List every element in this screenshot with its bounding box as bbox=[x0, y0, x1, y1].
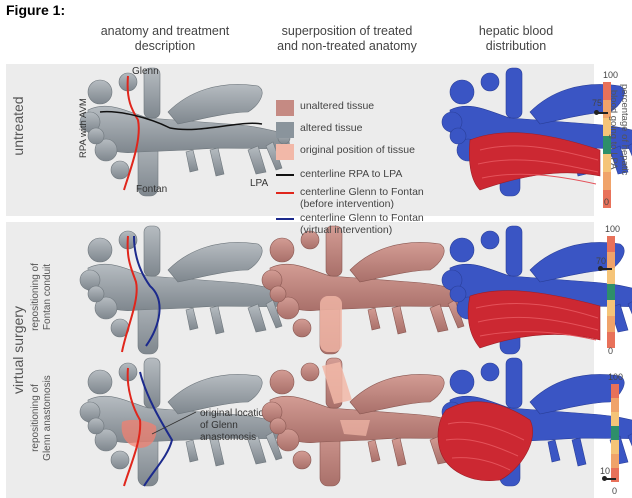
scale-1-marker-value: 75 bbox=[592, 98, 602, 108]
label-orig-location-1: original location bbox=[200, 408, 270, 419]
scale-3-dot bbox=[602, 476, 607, 481]
scale-segment bbox=[607, 300, 615, 316]
scale-segment bbox=[611, 384, 619, 398]
scale-segment bbox=[611, 398, 619, 412]
legend-line bbox=[276, 218, 294, 220]
legend-label-line: (virtual intervention) bbox=[300, 224, 424, 236]
scale-segment bbox=[611, 468, 619, 482]
legend-line bbox=[276, 174, 294, 176]
scale-3-min: 0 bbox=[612, 486, 617, 496]
scale-segment bbox=[607, 252, 615, 268]
anatomy-conduit bbox=[80, 226, 290, 354]
scale-1-min: 0 bbox=[604, 197, 609, 207]
scale-1-dot bbox=[594, 110, 599, 115]
scale-2-min: 0 bbox=[608, 346, 613, 356]
anatomy-untreated bbox=[80, 68, 290, 196]
original-tissue-conduit bbox=[320, 296, 342, 352]
scale-1-max: 100 bbox=[603, 70, 618, 80]
legend-swatch bbox=[276, 122, 294, 138]
label-rpa-avm: RPA with AVM bbox=[78, 98, 89, 158]
scale-segment bbox=[611, 426, 619, 440]
label-lpa: LPA bbox=[250, 178, 268, 189]
scale-segment bbox=[611, 412, 619, 426]
legend-swatch bbox=[276, 144, 294, 160]
color-scale-conduit bbox=[607, 236, 615, 348]
scale-segment bbox=[607, 284, 615, 300]
legend-swatch bbox=[276, 100, 294, 116]
legend-label: altered tissue bbox=[300, 122, 362, 134]
label-orig-location-2: of Glenn bbox=[200, 420, 238, 431]
legend-label-line: (before intervention) bbox=[300, 198, 424, 210]
legend-label: centerline RPA to LPA bbox=[300, 168, 402, 180]
scale-caption: percentage of hepatic blood going to LPA bbox=[608, 84, 630, 175]
scale-3-max: 100 bbox=[608, 372, 623, 382]
superposition-conduit bbox=[262, 226, 472, 354]
hepatic-flow-conduit bbox=[442, 226, 632, 354]
caption-line: blood going to LPA bbox=[608, 84, 619, 175]
label-fontan: Fontan bbox=[136, 184, 167, 195]
original-tissue-glenn-2 bbox=[340, 420, 370, 436]
scale-segment bbox=[607, 236, 615, 252]
legend-label: centerline Glenn to Fontan (before inter… bbox=[300, 186, 424, 210]
legend-label-line: centerline Glenn to Fontan bbox=[300, 212, 424, 224]
legend-label: centerline Glenn to Fontan (virtual inte… bbox=[300, 212, 424, 236]
scale-segment bbox=[611, 454, 619, 468]
color-scale-glenn bbox=[611, 384, 619, 482]
scale-2-marker-value: 70 bbox=[596, 256, 606, 266]
legend-label: original position of tissue bbox=[300, 144, 415, 156]
legend-line bbox=[276, 192, 294, 194]
scale-segment bbox=[607, 316, 615, 332]
legend-label-line: centerline Glenn to Fontan bbox=[300, 186, 424, 198]
label-orig-location-3: anastomosis bbox=[200, 432, 256, 443]
legend-label: unaltered tissue bbox=[300, 100, 374, 112]
scale-3-marker-value: 10 bbox=[600, 466, 610, 476]
label-glenn: Glenn bbox=[132, 66, 159, 77]
scale-segment bbox=[611, 440, 619, 454]
anatomy-glenn bbox=[80, 358, 290, 486]
scale-2-dot bbox=[598, 266, 603, 271]
scale-segment bbox=[607, 268, 615, 284]
caption-line: percentage of hepatic bbox=[619, 84, 630, 175]
scale-2-max: 100 bbox=[605, 224, 620, 234]
